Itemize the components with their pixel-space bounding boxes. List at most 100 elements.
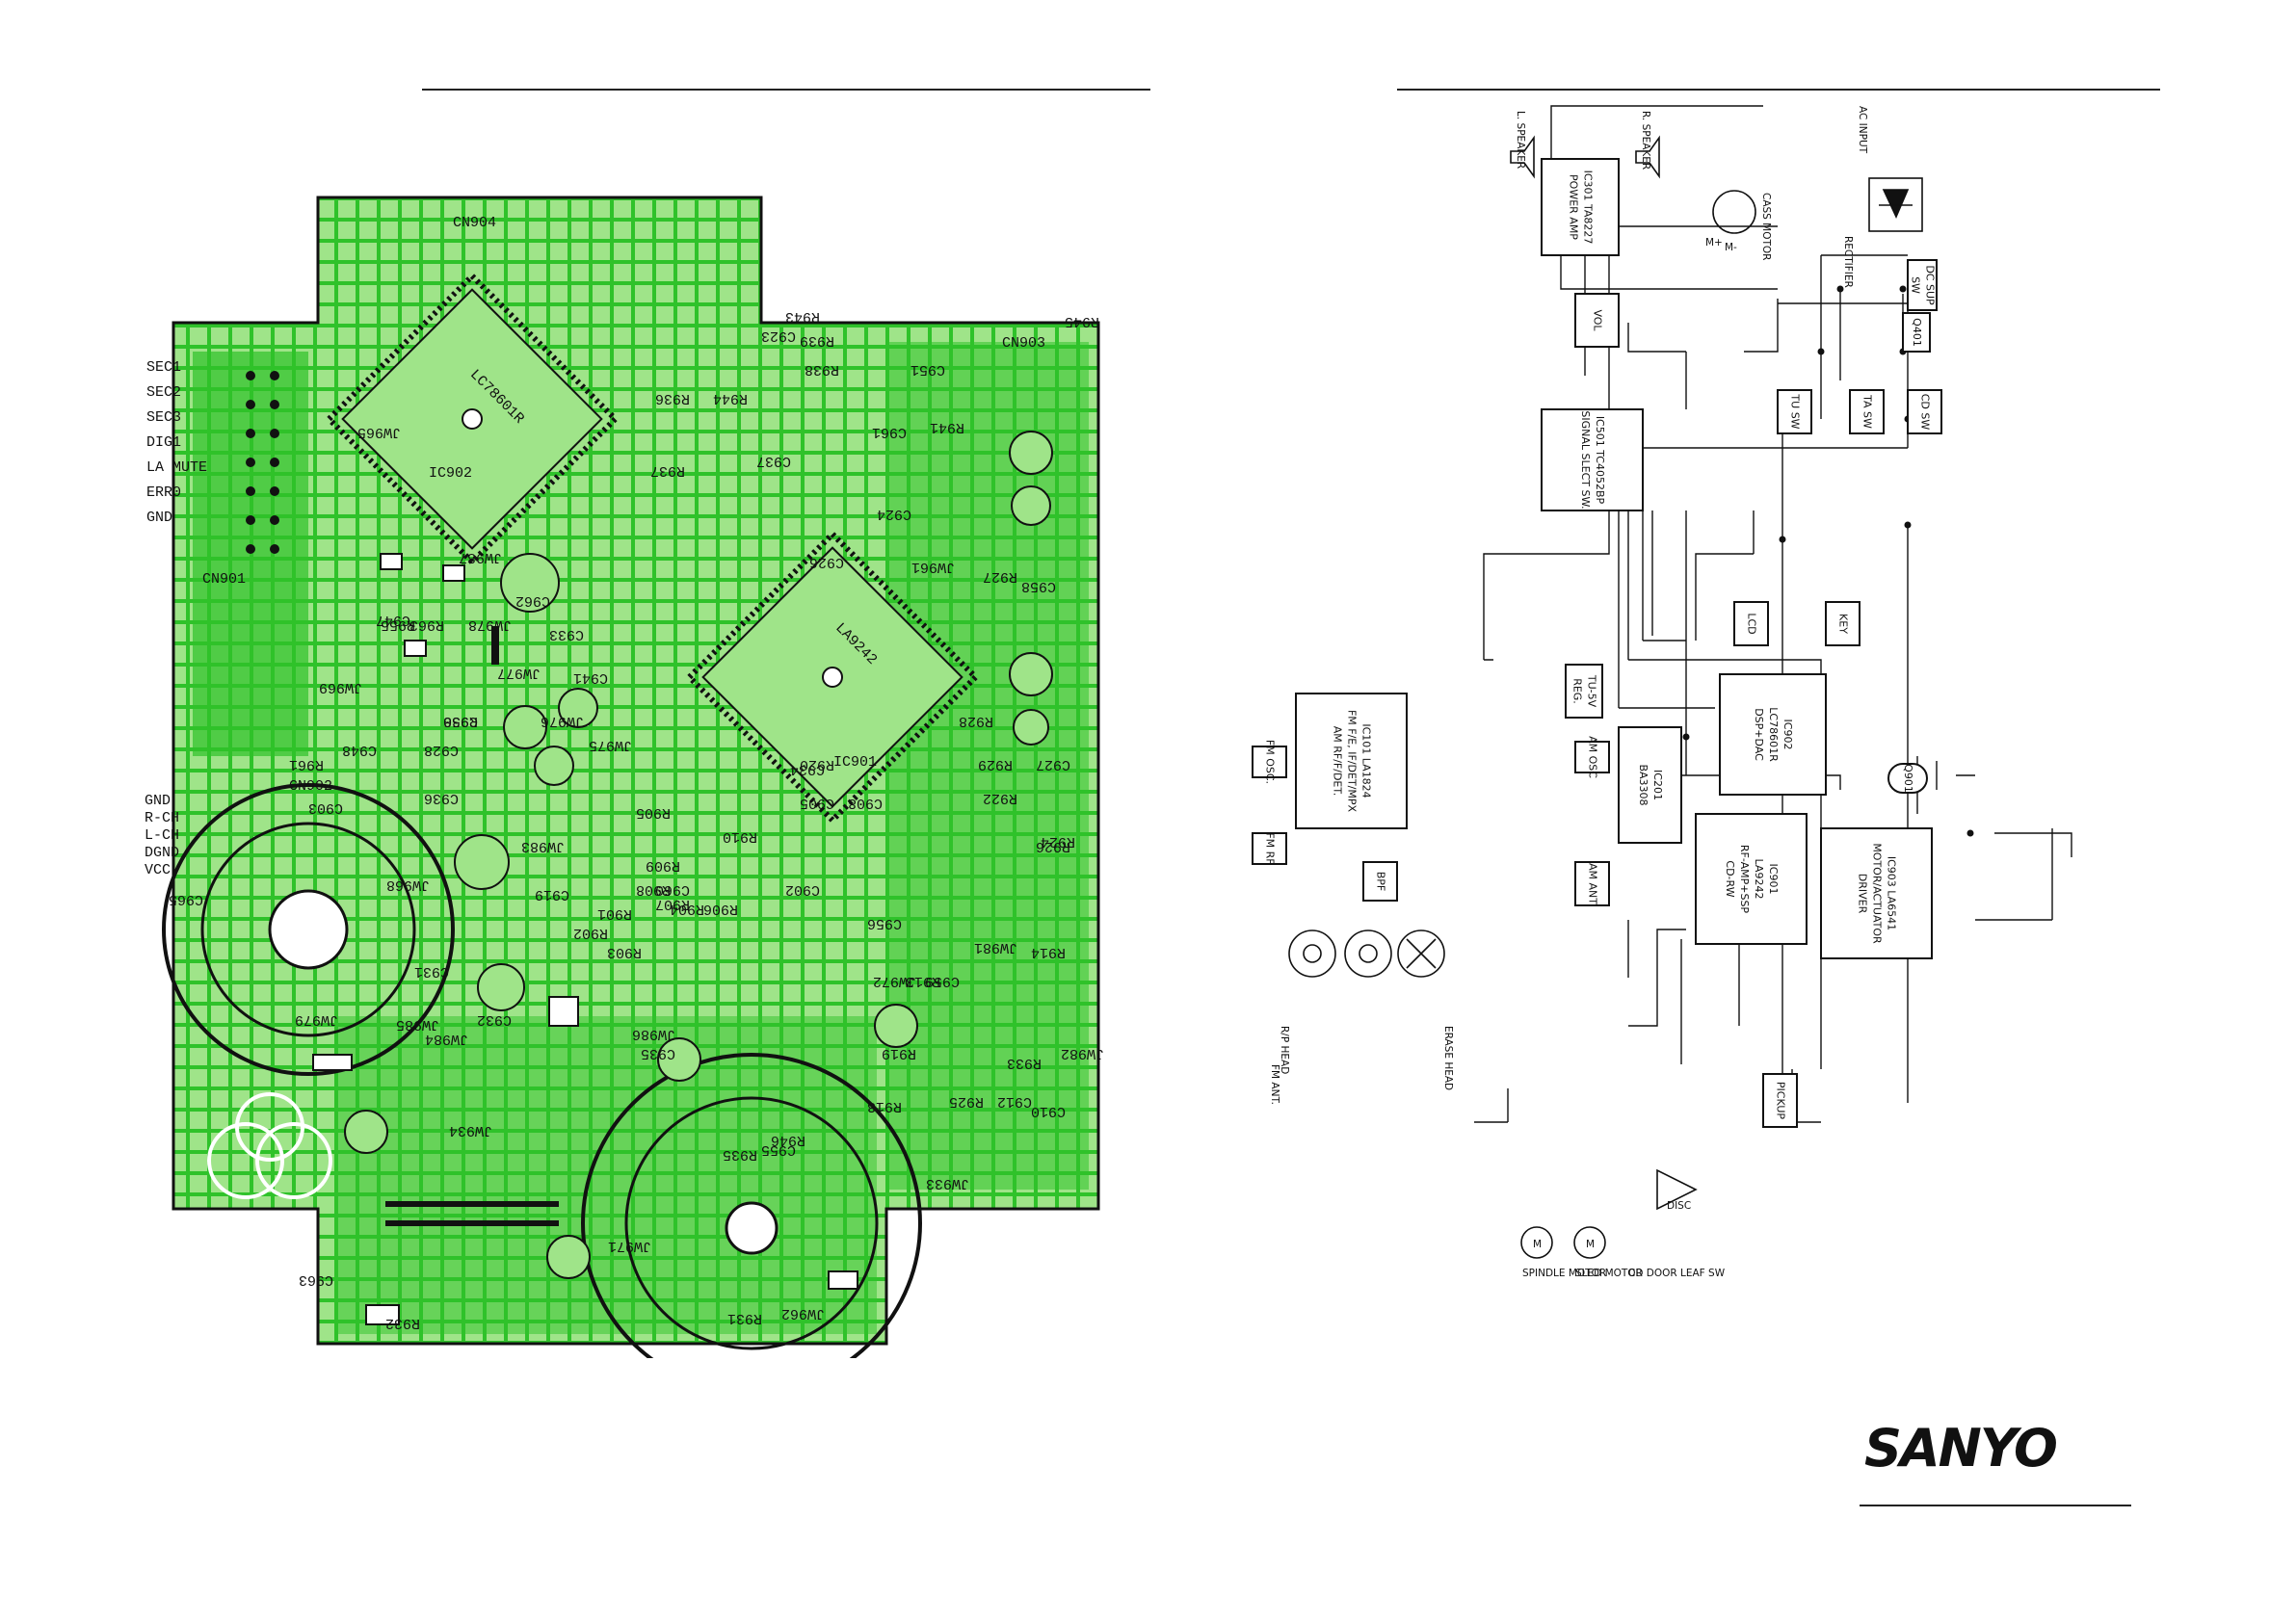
- block-label: IC902: [1781, 720, 1794, 750]
- pcb-component-label: C956: [867, 915, 902, 931]
- block-q901: Q901: [1887, 763, 1928, 794]
- pcb-component-label: R906: [703, 901, 738, 917]
- diagram-wires: [1474, 105, 2072, 1123]
- pcb-component-label: R927: [983, 568, 1017, 585]
- pcb-component-label: JW933: [926, 1175, 969, 1191]
- motor-glyph: M: [1533, 1239, 1542, 1250]
- sanyo-logo: SANYO: [1864, 1418, 2058, 1479]
- pcb-connector-pins: [246, 371, 279, 554]
- pcb-component-label: JW985: [396, 1016, 439, 1033]
- sled-motor-label: SLED MOTOR: [1575, 1268, 1643, 1279]
- speaker-icons: [1510, 135, 1923, 234]
- block-label: IC201: [1651, 770, 1664, 800]
- block-lcd: LCD: [1733, 601, 1769, 646]
- pcb-component-label: C934: [790, 761, 825, 777]
- pcb-component-label: C912: [997, 1093, 1032, 1110]
- block-label: LCD: [1746, 613, 1758, 634]
- pcb-component-label: R909: [646, 857, 680, 874]
- block-label: AM ANT: [1587, 863, 1599, 904]
- bottom-rule-right: [1860, 1505, 2131, 1506]
- pcb-component-label: R937: [650, 462, 685, 479]
- pcb-component-label: C905: [800, 795, 834, 811]
- block-tusw: TU SW: [1777, 389, 1812, 434]
- rp-head-label: R/P HEAD: [1279, 1026, 1290, 1074]
- pcb-component-label: R908: [636, 881, 671, 898]
- pcb-component-label: R924: [1041, 833, 1075, 850]
- block-label: AM OSC: [1587, 736, 1599, 778]
- pcb-connector-label: CN903: [1002, 335, 1045, 352]
- block-label: BPF: [1375, 872, 1387, 892]
- block-q401: Q401: [1902, 312, 1931, 353]
- block-label: CD SW: [1919, 394, 1932, 431]
- fm-ant-label: FM ANT.: [1269, 1064, 1280, 1105]
- sled-motor-icon: [1573, 1226, 1606, 1259]
- block-label: BA3308: [1637, 764, 1649, 805]
- pcb-component-label: C959: [925, 973, 960, 989]
- pcb-component-label: C961: [872, 424, 907, 440]
- pcb-component-label: JW972: [873, 973, 916, 989]
- pcb-component-label: R902: [573, 925, 608, 941]
- pcb-component-label: C962: [515, 592, 550, 609]
- spindle-motor-label: SPINDLE MOTOR: [1522, 1268, 1606, 1279]
- pcb-component-label: C936: [424, 790, 459, 806]
- pcb-connector-label: CN902: [289, 778, 332, 795]
- block-label: TU SW: [1789, 393, 1802, 429]
- pcb-component-label: C908: [848, 795, 883, 811]
- pcb-component-label: R913: [906, 973, 940, 989]
- block-label: REG.: [1571, 678, 1584, 704]
- ac-input-label: AC INPUT: [1857, 106, 1868, 154]
- block-bpf: BPF: [1362, 861, 1398, 902]
- pcb-edge-label: SEC3: [146, 409, 181, 426]
- pcb-component-label: R914: [1031, 944, 1066, 960]
- l-speaker-label: L. SPEAKER: [1515, 111, 1526, 169]
- pcb-component-label: JW977: [497, 665, 541, 681]
- block-label: CD-RW: [1724, 860, 1736, 897]
- pcb-component-label: JW986: [632, 1026, 675, 1042]
- pcb-component-label: R910: [723, 828, 757, 845]
- block-label: PICKUP: [1775, 1082, 1787, 1120]
- pcb-component-label: JW978: [468, 616, 512, 633]
- block-label: SW: [1910, 276, 1922, 294]
- pcb-component-label: JW961: [911, 559, 955, 575]
- rectifier-icon: [1868, 177, 1923, 232]
- pcb-component-label: JW979: [295, 1011, 338, 1028]
- block-fmosc: FM OSC.: [1252, 740, 1287, 784]
- pcb-component-label: C958: [1021, 578, 1056, 594]
- pcb-component-label: R901: [597, 905, 632, 922]
- block-label: DC SUP: [1924, 265, 1937, 305]
- block-label: KEY: [1837, 614, 1850, 634]
- pcb-component-label: C931: [414, 963, 449, 980]
- pcb-component-label: C928: [424, 742, 459, 758]
- pcb-component-label: C926: [809, 554, 844, 570]
- pcb-component-label: C941: [573, 669, 608, 686]
- rectifier-label: RECTIFIER: [1842, 236, 1854, 288]
- block-label: RF-AMP+SSP: [1738, 845, 1751, 914]
- block-label: VOL: [1592, 309, 1604, 331]
- pcb-motor-ring: [162, 783, 455, 1076]
- m-plus-label: M+: [1705, 237, 1723, 249]
- pcb-component-label: C932: [477, 1011, 512, 1028]
- pcb-edge-label: DIG1: [146, 434, 181, 451]
- pcb-component-label: C927: [1036, 756, 1070, 772]
- pcb-component-label: R926: [1036, 838, 1070, 854]
- pcb-component-label: C930: [443, 713, 478, 729]
- top-rule-left: [422, 89, 1150, 91]
- block-label: IC101 LA1824: [1360, 723, 1373, 798]
- pcb-component-label: R938: [805, 361, 839, 378]
- cass-motor-label: CASS MOTOR: [1760, 193, 1772, 260]
- block-label: FM RF: [1264, 832, 1277, 864]
- block-label: Q401: [1911, 318, 1923, 347]
- pcb-connector-label: CN904: [453, 215, 496, 231]
- pcb-component-label: JW976: [541, 713, 584, 729]
- r-speaker-label: R. SPEAKER: [1640, 111, 1651, 170]
- pcb-component-label: C923: [761, 327, 796, 344]
- pcb-component-label: R958: [443, 713, 478, 729]
- block-label: TA SW: [1861, 394, 1874, 429]
